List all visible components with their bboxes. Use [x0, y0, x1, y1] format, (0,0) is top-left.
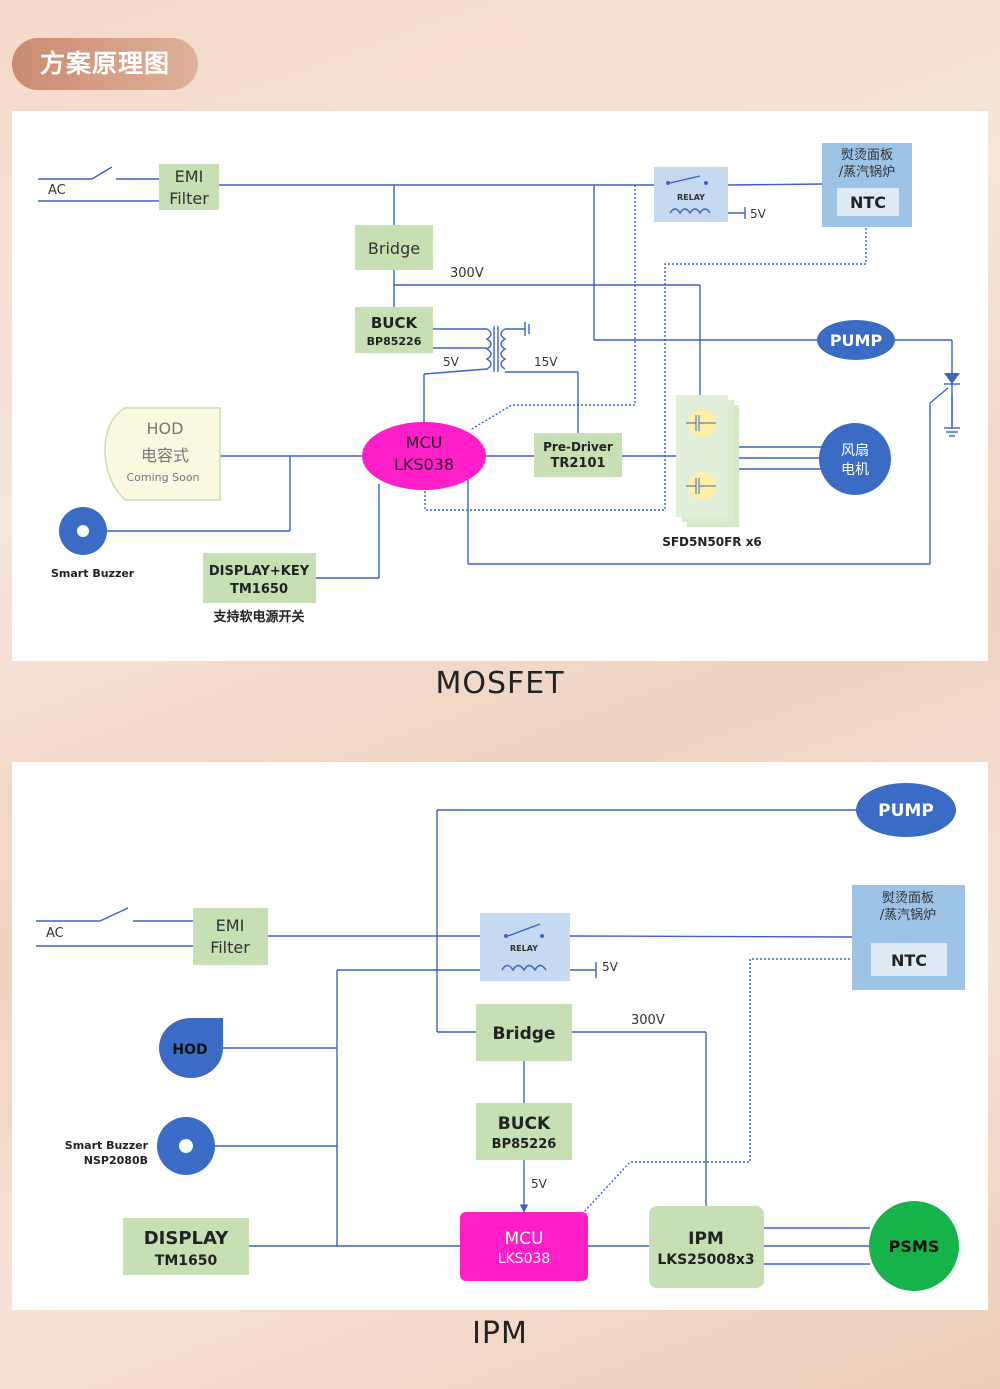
diagram-label: Pre-Driver	[543, 440, 613, 454]
diagram-label: 15V	[534, 355, 558, 369]
diagram-label: NTC	[891, 951, 927, 970]
psms-motor-node	[869, 1201, 959, 1291]
predriver-block	[534, 433, 622, 477]
ipm-ntc-block	[871, 943, 947, 976]
diagram-label: /蒸汽锅炉	[839, 164, 895, 180]
ipm-pump-node	[856, 783, 956, 837]
diagram-label: Smart Buzzer	[65, 1139, 149, 1152]
emi-filter-block	[159, 164, 219, 210]
diagram-label: 5V	[443, 355, 460, 369]
diagram-label: 5V	[602, 960, 619, 974]
diagram-label: AC	[46, 926, 64, 941]
ntc-block	[837, 188, 899, 216]
diagram-label: PUMP	[830, 331, 883, 350]
diagram-label: EMI	[216, 916, 245, 935]
diagram-label: 熨烫面板	[841, 148, 893, 163]
diagram-label: NSP2080B	[84, 1154, 148, 1167]
mosfet-diagram	[38, 166, 960, 579]
ipm-hod-node	[159, 1018, 223, 1078]
diagram-label: LKS038	[498, 1251, 551, 1267]
diagram-label: HOD	[172, 1042, 207, 1058]
transformer-primary	[485, 328, 492, 370]
triac-icon	[944, 373, 960, 384]
ipm-buck-block	[476, 1103, 572, 1160]
diagram-label: BP85226	[367, 335, 422, 348]
ipm-display-block	[123, 1218, 249, 1275]
ipm-emi-filter-block	[193, 908, 268, 965]
diagram-label: RELAY	[677, 193, 705, 202]
diagram-label: TM1650	[155, 1253, 218, 1269]
mosfet-caption: MOSFET	[435, 666, 565, 701]
ac-label: AC	[48, 183, 66, 198]
transformer-secondary	[500, 328, 507, 370]
section-badge: 方案原理图	[12, 38, 198, 90]
diagram-label: Coming Soon	[126, 471, 199, 484]
diagram-label: 电机	[841, 462, 869, 478]
diagram-label: TR2101	[550, 456, 605, 471]
display-key-block	[203, 553, 316, 603]
bridge-block	[355, 225, 433, 270]
diagram-label: LKS038	[394, 455, 454, 474]
diagram-label: TM1650	[230, 582, 288, 597]
ipm-diagram	[36, 809, 870, 1265]
diagram-label: SFD5N50FR x6	[662, 535, 762, 549]
diagram-label: 5V	[750, 207, 767, 221]
diagram-label: Bridge	[492, 1024, 555, 1044]
diagram-label: PUMP	[878, 801, 934, 821]
soft-switch-label: 支持软电源开关	[212, 609, 304, 625]
diagram-label: BUCK	[498, 1114, 551, 1134]
diagram-label: NTC	[850, 193, 886, 212]
diagram-label: /蒸汽锅炉	[880, 907, 936, 923]
fan-motor-node	[819, 423, 891, 495]
diagram-label: Smart Buzzer	[51, 567, 135, 580]
relay-coil-icon	[669, 208, 711, 215]
hod-capacitive-block	[104, 407, 221, 501]
emi-label: EMI	[175, 167, 204, 186]
diagram-label: RELAY	[510, 944, 538, 953]
v300-label: 300V	[450, 266, 484, 281]
diagram-label: MCU	[505, 1229, 544, 1249]
diagram-label: IPM	[688, 1229, 724, 1249]
ipm-module-block	[649, 1206, 764, 1288]
diagram-label: DISPLAY+KEY	[209, 564, 310, 579]
diagram-label: Bridge	[368, 239, 420, 258]
relay-block	[654, 167, 728, 222]
buck-block	[355, 307, 433, 353]
diagram-label: BP85226	[492, 1137, 557, 1152]
mcu-node	[362, 422, 486, 490]
ipm-bridge-block	[476, 1004, 572, 1061]
ipm-relay-coil-icon	[501, 964, 547, 972]
pump-node	[817, 320, 895, 360]
diagram-label: 熨烫面板	[882, 891, 934, 906]
diagram-label: Filter	[169, 189, 209, 208]
diagram-label: HOD	[147, 419, 184, 438]
diagram-label: PSMS	[889, 1237, 940, 1256]
diagram-label: MCU	[406, 433, 443, 452]
diagram-label: Filter	[210, 938, 250, 957]
diagram-label: 电容式	[141, 446, 189, 465]
diagram-label: 5V	[531, 1177, 548, 1191]
ipm-caption: IPM	[472, 1316, 528, 1351]
ac-switch-blade	[91, 166, 113, 180]
diagram-label: BUCK	[371, 314, 419, 332]
diagram-label: 300V	[631, 1013, 665, 1028]
diagram-label: DISPLAY	[144, 1228, 229, 1249]
diagram-label: 风扇	[841, 443, 869, 459]
ipm-mcu-block	[460, 1212, 588, 1281]
diagram-label: LKS25008x3	[657, 1252, 754, 1268]
